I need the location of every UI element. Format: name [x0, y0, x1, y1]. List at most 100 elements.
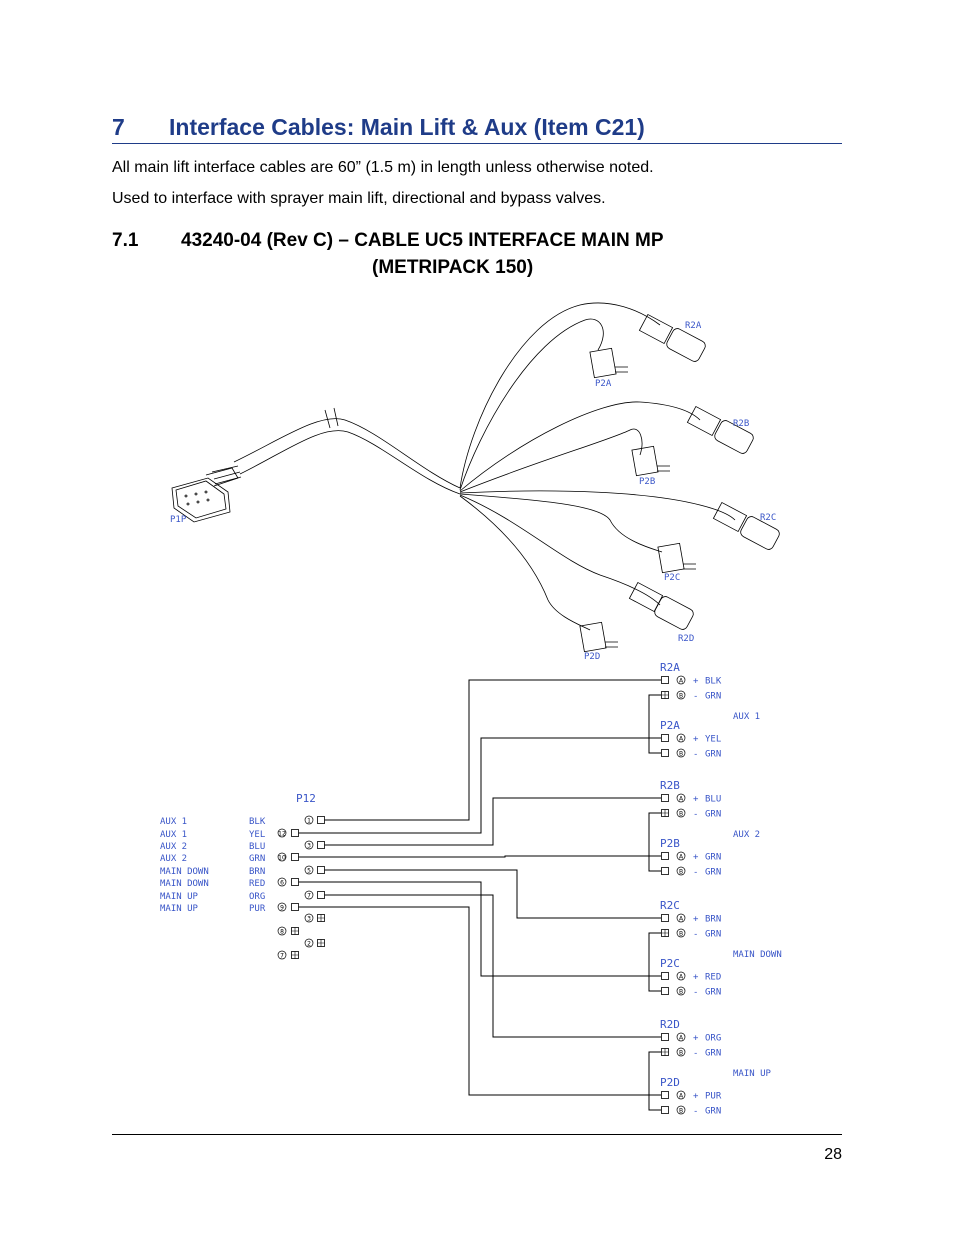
spare-pin-0-num: 3: [307, 916, 311, 923]
footer-rule: [112, 1134, 842, 1135]
spare-pin-0-circle: [304, 913, 314, 923]
group-1-r-b-pin-circle: [676, 808, 686, 818]
spare-pin-1-circle: [277, 926, 287, 936]
wire-2: [324, 797, 661, 846]
p1-pin-1-num: 12: [278, 831, 286, 838]
group-1-p-a-pin-circle: [676, 851, 686, 861]
paragraph-length: All main lift interface cables are 60” (…: [112, 159, 654, 176]
p1-terminal-5: [291, 878, 299, 886]
label-p2c-drawing: P2C: [664, 573, 680, 583]
group-3-r-b-color: GRN: [705, 1049, 721, 1059]
group-2-r-a-terminal: [661, 914, 669, 922]
group-3-p-a-terminal: [661, 1091, 669, 1099]
p1-terminal-0: [317, 816, 325, 824]
group-3-p-b-pin-circle: [676, 1105, 686, 1115]
wire-0: [324, 679, 661, 821]
group-2-p-a-terminal: [661, 972, 669, 980]
label-p2b-drawing: P2B: [639, 477, 655, 487]
group-name-1: AUX 2: [733, 830, 760, 840]
label-p1p: P1P: [170, 515, 187, 525]
p1-pin-0-num: 1: [307, 818, 311, 825]
group-p-label-3: P2D: [660, 1076, 680, 1089]
p1-pin-6-circle: [304, 890, 314, 900]
p1-color-1: YEL: [249, 830, 265, 840]
group-p-label-0: P2A: [660, 719, 680, 732]
p1-color-0: BLK: [249, 817, 266, 827]
p1-color-2: BLU: [249, 842, 265, 852]
section-heading: 7 Interface Cables: Main Lift & Aux (Ite…: [112, 113, 842, 144]
group-0-r-a-pin-num: A: [679, 678, 684, 685]
main-connector-shape: [171, 465, 242, 523]
spare-pin-1-num: 8: [280, 929, 284, 936]
group-2-r-b-sign: -: [693, 930, 698, 940]
label-p2a-drawing: P2A: [595, 379, 612, 389]
group-0-p-a-pin-num: A: [679, 736, 684, 743]
group-3-r-a-pin-num: A: [679, 1035, 684, 1042]
p1-color-5: RED: [249, 879, 265, 889]
wire-3: [298, 855, 661, 858]
wire-5: [298, 881, 661, 977]
group-0-p-b-sign: -: [693, 750, 698, 760]
group-2-r-b-pin-circle: [676, 928, 686, 938]
group-0-r-b-sign: -: [693, 692, 698, 702]
group-3-r-b-pin-num: B: [679, 1050, 683, 1057]
group-3-p-a-sign: +: [693, 1092, 699, 1102]
section-number: 7: [112, 114, 125, 140]
label-r2d-drawing: R2D: [678, 634, 694, 644]
p1-color-7: PUR: [249, 904, 266, 914]
group-2-r-b-terminal-cross: [661, 929, 669, 937]
group-3-r-a-color: ORG: [705, 1034, 721, 1044]
group-1-r-b-pin-num: B: [679, 811, 683, 818]
group-1-r-b-sign: -: [693, 810, 698, 820]
group-name-2: MAIN DOWN: [733, 950, 782, 960]
group-3-r-a-terminal: [661, 1033, 669, 1041]
group-name-0: AUX 1: [733, 712, 760, 722]
group-2-r-a-color: BRN: [705, 915, 721, 925]
group-1-p-b-terminal: [661, 867, 669, 875]
group-0-p-b-terminal: [661, 749, 669, 757]
group-3-p-b-sign: -: [693, 1107, 698, 1117]
group-0-p-b-color: GRN: [705, 750, 721, 760]
group-1-r-a-color: BLU: [705, 795, 721, 805]
wire-6: [324, 894, 661, 1038]
connector-r2b-shape: [686, 405, 754, 454]
p1-pin-4-num: 5: [307, 868, 311, 875]
p1-color-6: ORG: [249, 892, 265, 902]
p1-pin-3-num: 10: [278, 855, 286, 862]
p1-label: P12: [296, 792, 316, 805]
connector-r2a-shape: [638, 313, 706, 362]
group-1-p-b-pin-circle: [676, 866, 686, 876]
group-0-r-b-color: GRN: [705, 692, 721, 702]
label-r2c-drawing: R2C: [760, 513, 776, 523]
connector-r2c-shape: [712, 501, 780, 550]
group-0-p-a-terminal: [661, 734, 669, 742]
spare-terminal-0-cross: [317, 914, 325, 922]
group-0-r-b-pin-num: B: [679, 693, 683, 700]
connector-p2a-shape: [589, 347, 628, 379]
label-r2a-drawing: R2A: [685, 321, 702, 331]
group-3-r-b-terminal-cross: [661, 1048, 669, 1056]
spare-terminal-2-cross: [317, 939, 325, 947]
p1-func-4: MAIN DOWN: [160, 867, 209, 877]
group-2-p-b-sign: -: [693, 988, 698, 998]
connector-p2c-shape: [657, 542, 696, 574]
group-0-p-a-sign: +: [693, 735, 699, 745]
group-1-p-a-pin-num: A: [679, 854, 684, 861]
harness-illustration: [171, 302, 780, 653]
group-0-r-a-sign: +: [693, 677, 699, 687]
group-0-p-a-color: YEL: [705, 735, 721, 745]
group-3-p-a-color: PUR: [705, 1092, 722, 1102]
group-3-r-b-pin-circle: [676, 1047, 686, 1057]
p1-pin-2-num: 3: [307, 843, 311, 850]
group-1-r-a-sign: +: [693, 795, 699, 805]
spare-terminal-1-cross: [291, 927, 299, 935]
group-2-r-a-pin-circle: [676, 913, 686, 923]
group-2-p-a-pin-circle: [676, 971, 686, 981]
p1-pin-5-num: 6: [280, 880, 284, 887]
subsection-title-line2: (METRIPACK 150): [372, 257, 534, 278]
group-0-p-a-pin-circle: [676, 733, 686, 743]
spare-pin-2-circle: [304, 938, 314, 948]
group-0-p-b-pin-circle: [676, 748, 686, 758]
